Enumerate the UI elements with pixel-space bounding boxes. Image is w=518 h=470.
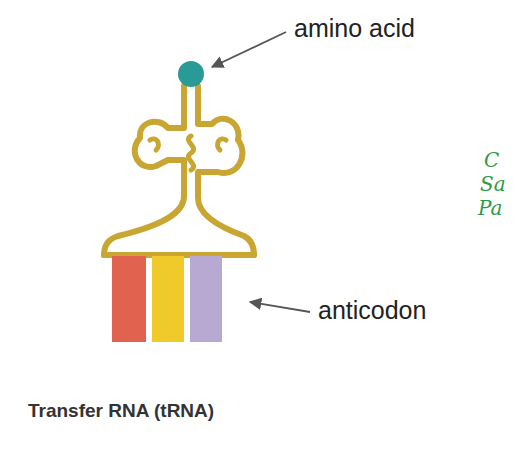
base-bar <box>152 256 184 342</box>
trna-body <box>104 86 254 255</box>
caption: Transfer RNA (tRNA) <box>28 400 214 422</box>
base-bar <box>190 256 222 342</box>
part-label: amino acid <box>294 14 415 43</box>
part-label: anticodon <box>318 296 426 325</box>
handwritten-note: Pa <box>478 198 502 218</box>
handwritten-note: C <box>484 150 499 170</box>
amino-acid-ball <box>178 61 204 87</box>
base-bar <box>112 256 146 342</box>
leader-line <box>212 32 286 67</box>
handwritten-note: Sa <box>480 174 506 194</box>
leader-line <box>250 302 310 312</box>
